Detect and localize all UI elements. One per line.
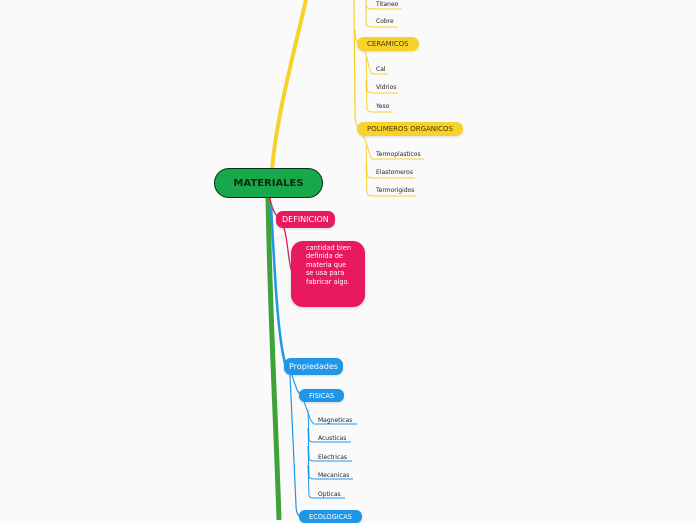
node-label: Propiedades	[289, 362, 339, 371]
node-ceramicos[interactable]: CERAMICOS	[357, 37, 419, 51]
root-node[interactable]: MATERIALES	[214, 168, 323, 198]
leaf-label: Magneticas	[318, 417, 353, 424]
leaf-label: Mecanicas	[318, 472, 350, 479]
node-polimeros-organicos[interactable]: POLIMEROS ORGANICOS	[357, 122, 463, 136]
leaf-label: Yeso	[376, 103, 390, 110]
leaf-label: Opticas	[318, 491, 341, 498]
node-label: POLIMEROS ORGANICOS	[367, 125, 453, 133]
node-label: DEFINICION	[282, 215, 329, 224]
leaf-titaneo[interactable]: Titaneo	[376, 0, 398, 10]
leaf-acusticas[interactable]: Acusticas	[318, 434, 346, 444]
node-propiedades[interactable]: Propiedades	[284, 358, 344, 375]
node-label: CERAMICOS	[367, 40, 409, 48]
definition-text: cantidad bien definida de materia que se…	[306, 244, 352, 286]
leaf-label: Elastomeros	[376, 169, 413, 176]
leaf-opticas[interactable]: Opticas	[318, 490, 341, 500]
leaf-magneticas[interactable]: Magneticas	[318, 416, 352, 426]
leaf-label: Cobre	[376, 18, 394, 25]
leaf-label: Termorigidos	[376, 187, 415, 194]
leaf-electricas[interactable]: Electricas	[318, 453, 347, 463]
node-label: ECOLOGICAS	[309, 512, 352, 521]
leaf-label: Acusticas	[318, 435, 347, 442]
node-label: FISICAS	[309, 391, 335, 400]
leaf-label: Titaneo	[376, 1, 399, 8]
node-ecologicas[interactable]: ECOLOGICAS	[299, 510, 362, 523]
leaf-vidrios[interactable]: Vidrios	[376, 83, 396, 93]
leaf-yeso[interactable]: Yeso	[376, 102, 389, 112]
leaf-label: Cal	[376, 66, 386, 73]
leaf-cobre[interactable]: Cobre	[376, 17, 394, 27]
leaf-elastomeros[interactable]: Elastomeros	[376, 168, 413, 178]
leaf-termoplasticos[interactable]: Termoplasticos	[376, 150, 421, 160]
root-label: MATERIALES	[233, 177, 304, 189]
leaf-cal[interactable]: Cal	[376, 65, 386, 75]
leaf-mecanicas[interactable]: Mecanicas	[318, 471, 349, 481]
node-fisicas[interactable]: FISICAS	[299, 389, 345, 402]
leaf-label: Termoplasticos	[376, 151, 421, 158]
leaf-termorigidos[interactable]: Termorigidos	[376, 186, 414, 196]
definition-box[interactable]: cantidad bien definida de materia que se…	[291, 241, 365, 307]
node-definicion[interactable]: DEFINICION	[276, 211, 335, 228]
leaf-label: Vidrios	[376, 84, 397, 91]
leaf-label: Electricas	[318, 454, 348, 461]
